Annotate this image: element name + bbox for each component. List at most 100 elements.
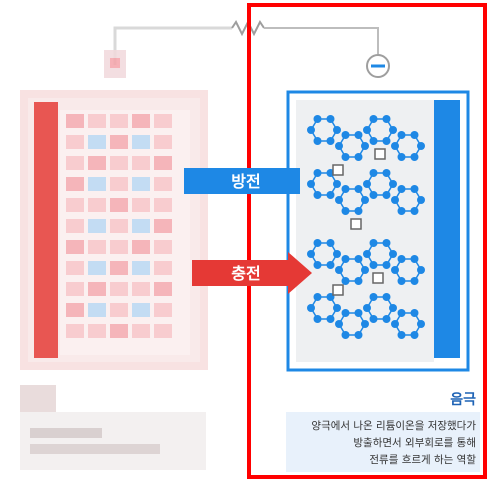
carbon-atom [341, 255, 350, 263]
cathode-pixel [132, 114, 150, 128]
cathode-pixel [154, 198, 172, 212]
carbon-atom [333, 250, 341, 258]
carbon-atom [382, 293, 391, 301]
carbon-atom [382, 315, 391, 323]
carbon-atom [341, 309, 350, 317]
carbon-atom [333, 304, 341, 312]
negative-terminal-icon [366, 54, 390, 78]
anode-current-collector [434, 100, 460, 358]
carbon-atom [333, 180, 341, 188]
carbon-atom [307, 126, 315, 134]
cathode-pixel [154, 219, 172, 233]
carbon-atom [410, 131, 419, 139]
carbon-atom [410, 207, 419, 215]
carbon-atom [335, 320, 343, 328]
carbon-atom [363, 304, 371, 312]
cathode-blurred [20, 50, 208, 470]
carbon-atom [410, 185, 419, 193]
carbon-atom [307, 304, 315, 312]
cathode-pixel [132, 177, 150, 191]
cathode-pixel [66, 282, 84, 296]
cathode-pixel [110, 219, 128, 233]
cathode-pixel [110, 114, 128, 128]
cathode-pixel [66, 303, 84, 317]
cathode-pixel [110, 324, 128, 338]
carbon-atom [369, 191, 378, 199]
cathode-pixel [88, 135, 106, 149]
cathode-pixel [110, 177, 128, 191]
carbon-atom [410, 309, 419, 317]
carbon-atom [354, 277, 363, 285]
cathode-pixel [132, 198, 150, 212]
carbon-atom [313, 115, 322, 123]
carbon-atom [397, 131, 406, 139]
carbon-atom [313, 239, 322, 247]
cathode-pixel [88, 156, 106, 170]
cathode-pixel [88, 114, 106, 128]
cathode-pixel [154, 240, 172, 254]
carbon-atom [417, 320, 425, 328]
carbon-atom [361, 320, 369, 328]
carbon-atom [397, 207, 406, 215]
cathode-pixel [154, 114, 172, 128]
negative-electrode [286, 90, 470, 372]
carbon-atom [382, 261, 391, 269]
cathode-pixel [66, 240, 84, 254]
cathode-pixel [110, 156, 128, 170]
carbon-atom [313, 261, 322, 269]
cathode-pixel [154, 156, 172, 170]
cathode-pixel [154, 177, 172, 191]
cathode-pixel [132, 303, 150, 317]
cathode-pixel [88, 261, 106, 275]
cathode-pixel [66, 177, 84, 191]
carbon-atom [363, 126, 371, 134]
carbon-atom [410, 153, 419, 161]
carbon-atom [354, 331, 363, 339]
carbon-atom [369, 315, 378, 323]
cathode-pixel [110, 240, 128, 254]
carbon-atom [335, 266, 343, 274]
carbon-atom [369, 115, 378, 123]
carbon-atom [389, 304, 397, 312]
carbon-atom [389, 250, 397, 258]
cathode-pixel [66, 114, 84, 128]
cathode-pixel [110, 303, 128, 317]
carbon-atom [341, 331, 350, 339]
carbon-atom [307, 250, 315, 258]
carbon-atom [341, 185, 350, 193]
carbon-atom [341, 131, 350, 139]
cathode-pixel [132, 282, 150, 296]
carbon-atom [354, 309, 363, 317]
carbon-atom [417, 196, 425, 204]
cathode-pixel [88, 303, 106, 317]
carbon-atom [354, 207, 363, 215]
carbon-atom [326, 137, 335, 145]
carbon-atom [369, 261, 378, 269]
carbon-atom [410, 255, 419, 263]
carbon-atom [397, 277, 406, 285]
carbon-atom [313, 137, 322, 145]
carbon-atom [397, 331, 406, 339]
lithium-ion-markers [332, 148, 386, 296]
cathode-pixel [66, 198, 84, 212]
carbon-atom [354, 153, 363, 161]
cathode-pixel [132, 261, 150, 275]
lithium-ion [350, 218, 362, 230]
carbon-atom [382, 239, 391, 247]
carbon-atom [382, 137, 391, 145]
carbon-atom [361, 142, 369, 150]
carbon-atom [391, 320, 399, 328]
cathode-pixel [154, 261, 172, 275]
cathode-pixel [88, 282, 106, 296]
cathode-pixel [88, 324, 106, 338]
lithium-ion [372, 272, 384, 284]
carbon-atom [354, 185, 363, 193]
carbon-atom [369, 137, 378, 145]
carbon-atom [341, 153, 350, 161]
carbon-atom [389, 126, 397, 134]
cathode-pixel [110, 198, 128, 212]
charge-arrow: 충전 [192, 252, 312, 294]
carbon-atom [326, 315, 335, 323]
cathode-pixel [66, 324, 84, 338]
cathode-pixel [110, 135, 128, 149]
